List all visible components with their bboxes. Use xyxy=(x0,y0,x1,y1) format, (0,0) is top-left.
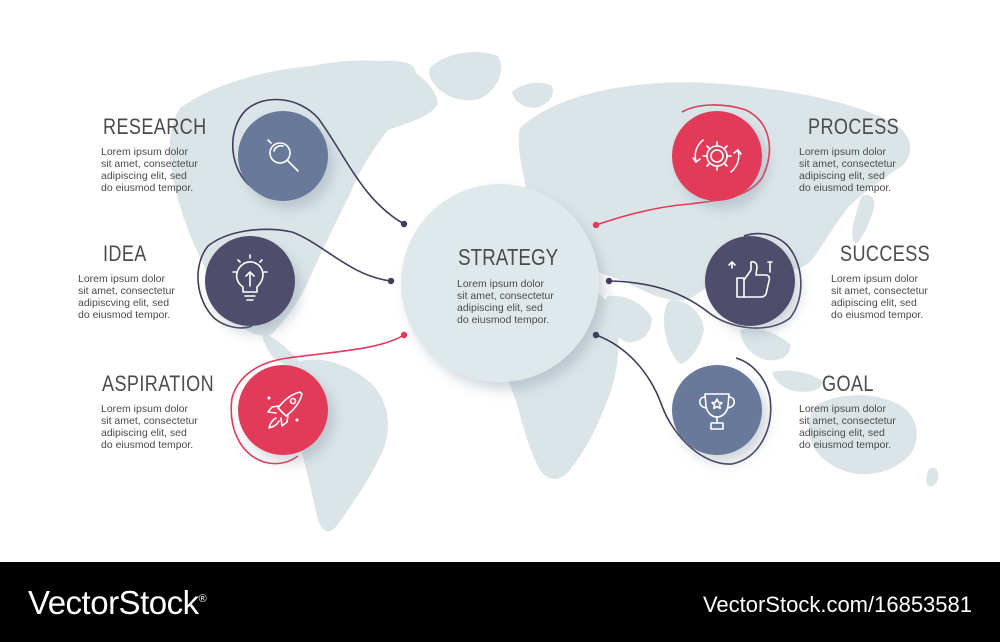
lightbulb-icon xyxy=(232,254,268,301)
strategy-center-circle xyxy=(401,184,599,382)
brand-name: VectorStock xyxy=(28,584,199,621)
watermark-footer: VectorStock® VectorStock.com/16853581 xyxy=(0,562,1000,642)
success-connector-dot xyxy=(605,277,613,285)
success-description: Lorem ipsum dolor sit amet, consectetur … xyxy=(831,273,928,321)
success-connector-line xyxy=(608,232,802,329)
idea-connector-dot xyxy=(387,277,395,285)
aspiration-title: ASPIRATION xyxy=(102,371,215,396)
idea-node-graphic xyxy=(197,228,395,329)
research-circle xyxy=(238,111,328,201)
research-title: RESEARCH xyxy=(103,114,207,139)
gear-icon xyxy=(692,139,742,173)
success-title: SUCCESS xyxy=(840,241,931,266)
aspiration-node-graphic xyxy=(230,331,408,465)
process-title: PROCESS xyxy=(808,114,900,139)
idea-connector-line xyxy=(197,228,392,329)
thumbs-up-icon xyxy=(728,260,773,298)
research-description: Lorem ipsum dolor sit amet, consectetur … xyxy=(101,146,198,194)
goal-node-graphic xyxy=(592,331,772,465)
research-node-graphic xyxy=(231,98,408,228)
aspiration-circle xyxy=(238,365,328,455)
process-node-graphic xyxy=(592,104,771,229)
idea-description: Lorem ipsum dolor sit amet, consectetur … xyxy=(78,273,175,321)
goal-connector-dot xyxy=(592,331,600,339)
infographic-canvas: STRATEGY Lorem ipsum dolor sit amet, con… xyxy=(78,52,939,532)
aspiration-description: Lorem ipsum dolor sit amet, consectetur … xyxy=(101,403,198,451)
magnifier-icon xyxy=(267,139,299,172)
goal-connector-line xyxy=(595,334,772,465)
success-circle xyxy=(705,236,795,326)
diagram-graphics xyxy=(197,98,802,465)
aspiration-connector-line xyxy=(230,334,405,465)
registered-mark: ® xyxy=(198,593,207,605)
strategy-description: Lorem ipsum dolor sit amet, consectetur … xyxy=(457,278,554,326)
goal-description: Lorem ipsum dolor sit amet, consectetur … xyxy=(799,403,896,451)
process-connector-dot xyxy=(592,221,600,229)
process-connector-line xyxy=(595,104,771,226)
process-circle xyxy=(672,111,762,201)
image-reference: VectorStock.com/16853581 xyxy=(702,592,972,617)
process-description: Lorem ipsum dolor sit amet, consectetur … xyxy=(799,146,896,194)
vectorstock-logo: VectorStock® xyxy=(28,584,207,622)
strategy-title: STRATEGY xyxy=(458,244,559,270)
goal-circle xyxy=(672,365,762,455)
rocket-icon xyxy=(267,391,303,429)
trophy-icon xyxy=(699,393,735,430)
idea-title: IDEA xyxy=(103,241,147,266)
aspiration-connector-dot xyxy=(400,331,408,339)
research-connector-dot xyxy=(400,220,408,228)
success-node-graphic xyxy=(605,232,802,329)
goal-title: GOAL xyxy=(822,371,874,396)
